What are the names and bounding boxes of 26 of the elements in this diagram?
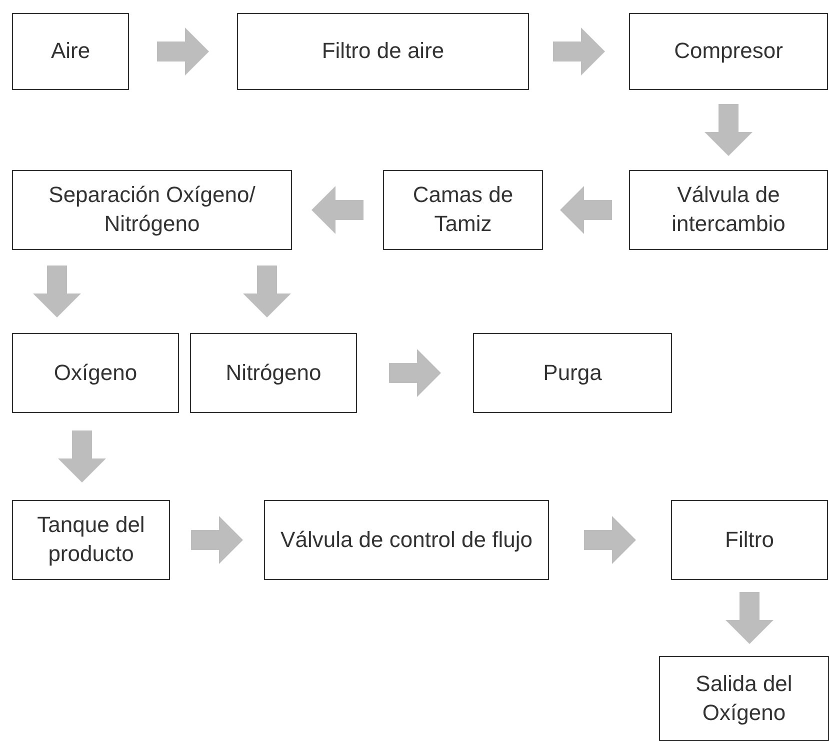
process-box bbox=[671, 500, 828, 580]
process-box bbox=[264, 500, 549, 580]
node-label: Aire bbox=[50, 37, 90, 66]
node-label: Filtro de aire bbox=[322, 37, 444, 66]
process-box bbox=[190, 333, 357, 413]
node-label: Salida del Oxígeno bbox=[694, 670, 794, 727]
node-label: Nitrógeno bbox=[226, 358, 322, 387]
node-label: Camas de Tamiz bbox=[412, 181, 514, 238]
node-label: Oxígeno bbox=[54, 358, 138, 387]
node-label: Purga bbox=[543, 358, 602, 387]
process-box bbox=[383, 170, 543, 250]
node-label: Válvula de intercambio bbox=[670, 181, 786, 238]
node-label: Filtro bbox=[725, 526, 774, 554]
process-box bbox=[237, 13, 529, 90]
process-box bbox=[629, 13, 828, 90]
node-label: Válvula de control de flujo bbox=[280, 526, 532, 554]
process-box bbox=[629, 170, 828, 250]
process-box bbox=[12, 500, 170, 580]
node-label: Separación Oxígeno/ Nitrógeno bbox=[48, 181, 256, 238]
node-label: Tanque del producto bbox=[36, 511, 146, 568]
process-box bbox=[12, 13, 129, 90]
process-box bbox=[659, 656, 829, 741]
process-box bbox=[12, 170, 292, 250]
process-box bbox=[12, 333, 179, 413]
node-label: Compresor bbox=[674, 37, 783, 66]
process-box bbox=[473, 333, 672, 413]
